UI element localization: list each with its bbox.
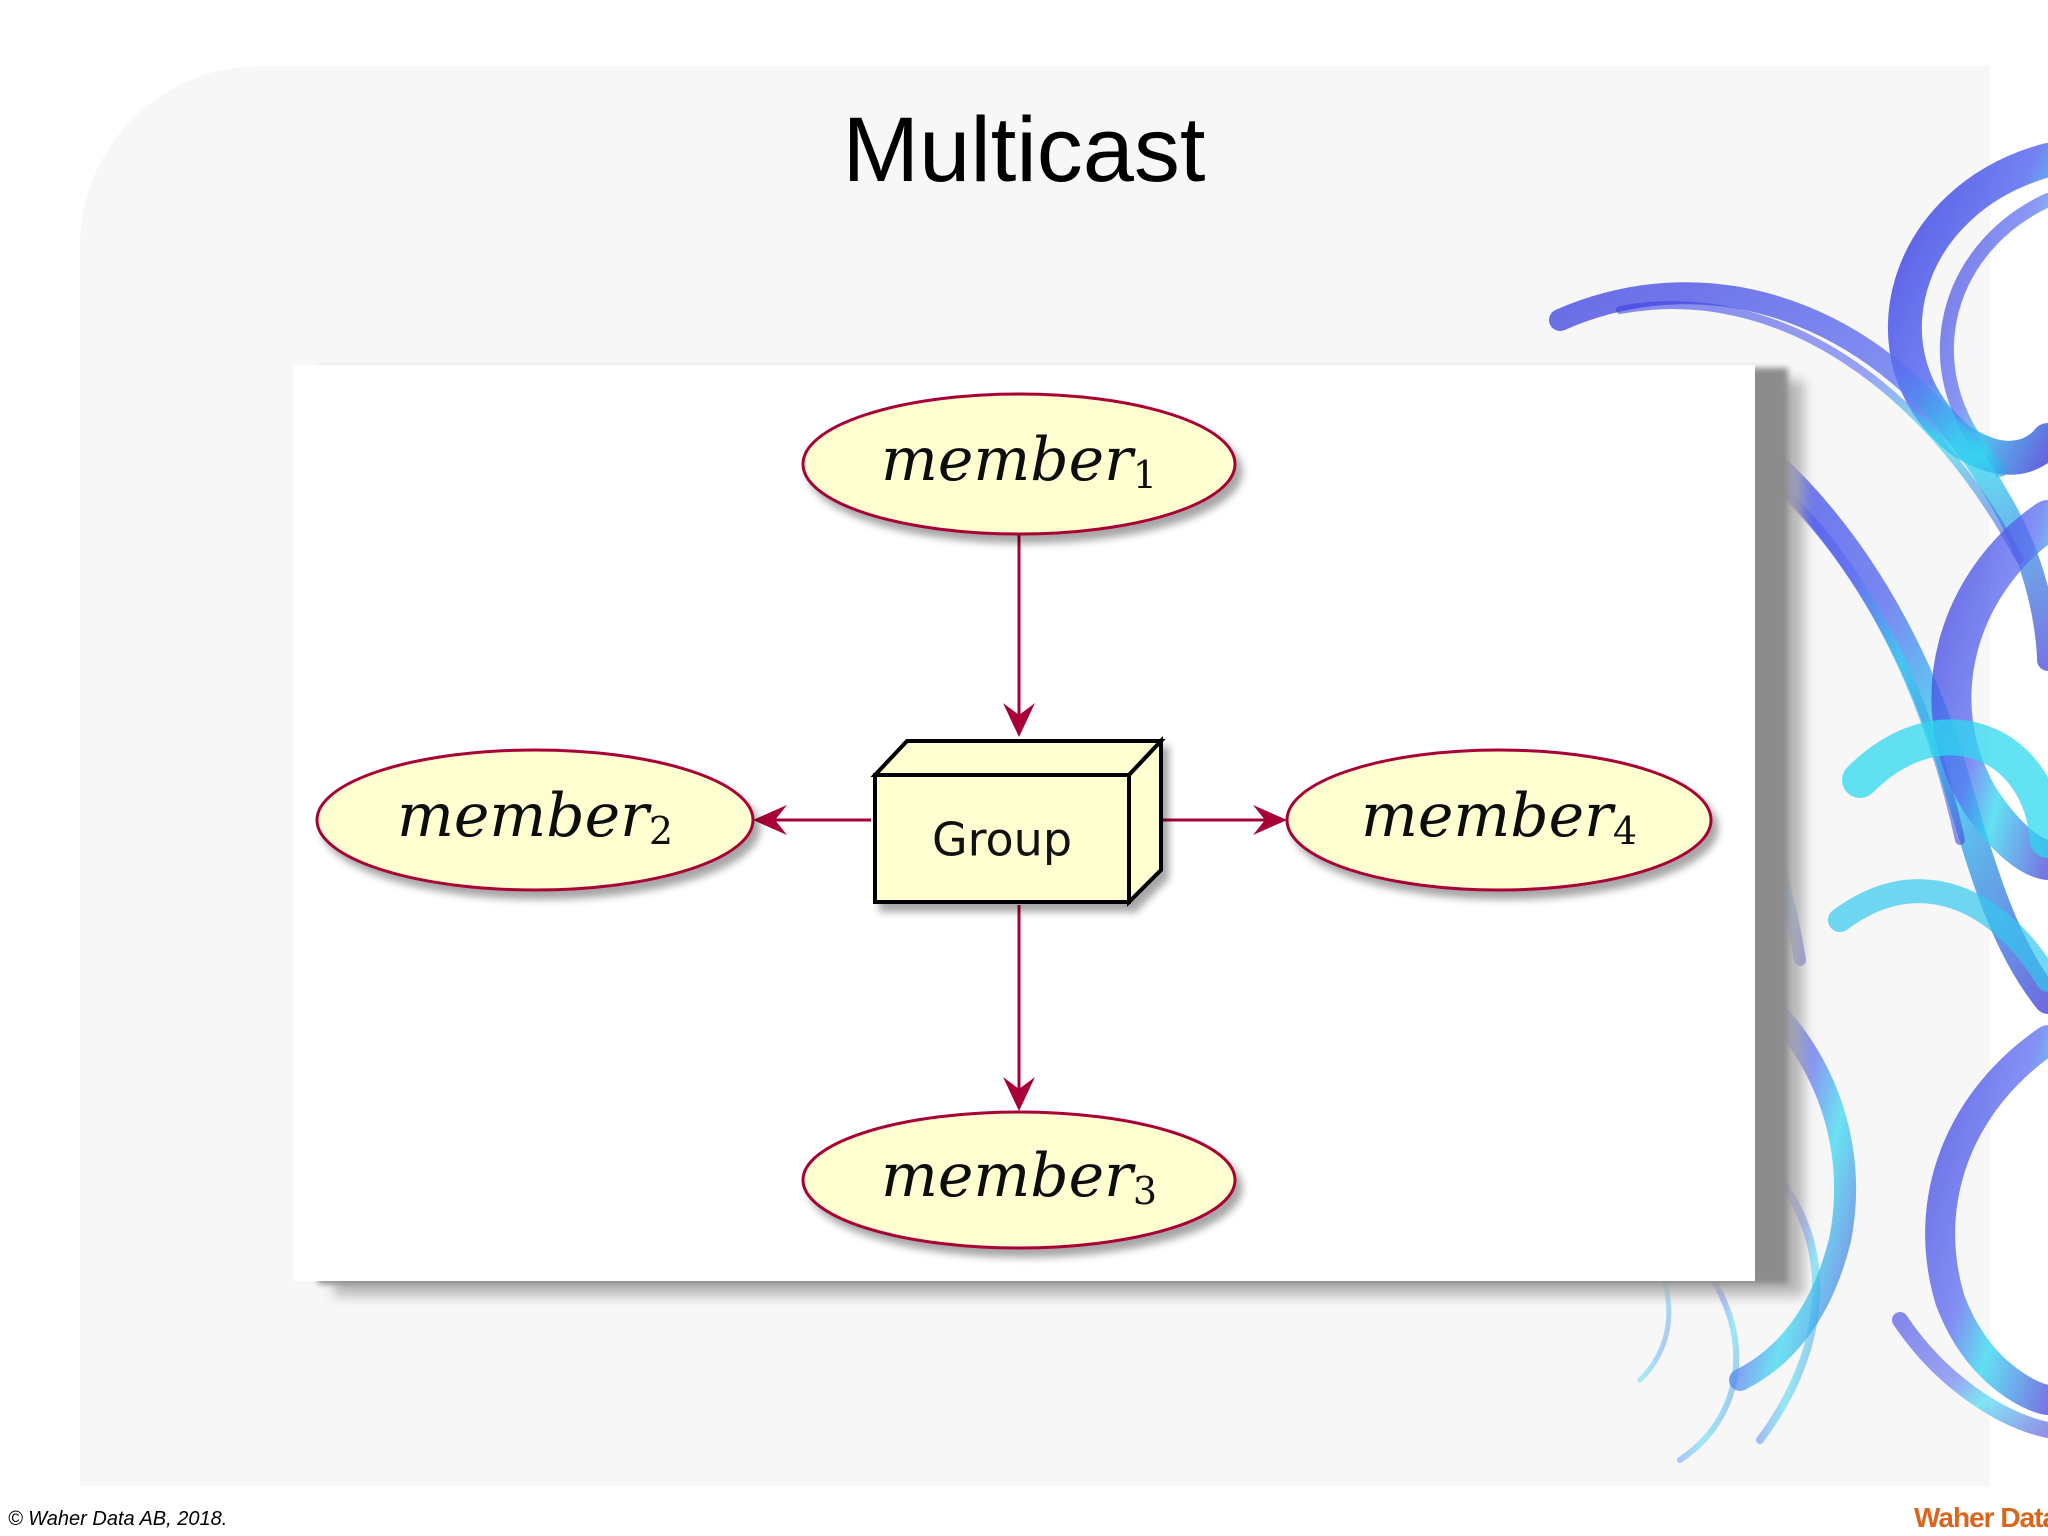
multicast-diagram: member1 member2 member4 member3 [315, 392, 1713, 1250]
svg-text:member4: member4 [1361, 781, 1637, 853]
slide-title: Multicast [842, 99, 1206, 201]
svg-text:member1: member1 [881, 425, 1157, 497]
group-label: Group [932, 813, 1072, 867]
svg-text:member2: member2 [397, 781, 673, 853]
edge-group-to-member3 [1003, 905, 1035, 1111]
node-member2: member2 [315, 748, 755, 892]
copyright-footer: © Waher Data AB, 2018. [8, 1508, 228, 1530]
node-member1: member1 [801, 392, 1237, 536]
edge-member1-to-group [1003, 535, 1035, 737]
edge-group-to-member4 [1163, 805, 1287, 835]
node-group: Group [870, 735, 1166, 907]
node-member4: member4 [1285, 748, 1713, 892]
node-member3: member3 [801, 1110, 1237, 1250]
edge-group-to-member2 [753, 805, 871, 835]
waher-data-logo: Waher Data [1914, 1502, 2048, 1533]
svg-text:member3: member3 [881, 1141, 1157, 1213]
diagram-card: member1 member2 member4 member3 [293, 365, 1755, 1281]
